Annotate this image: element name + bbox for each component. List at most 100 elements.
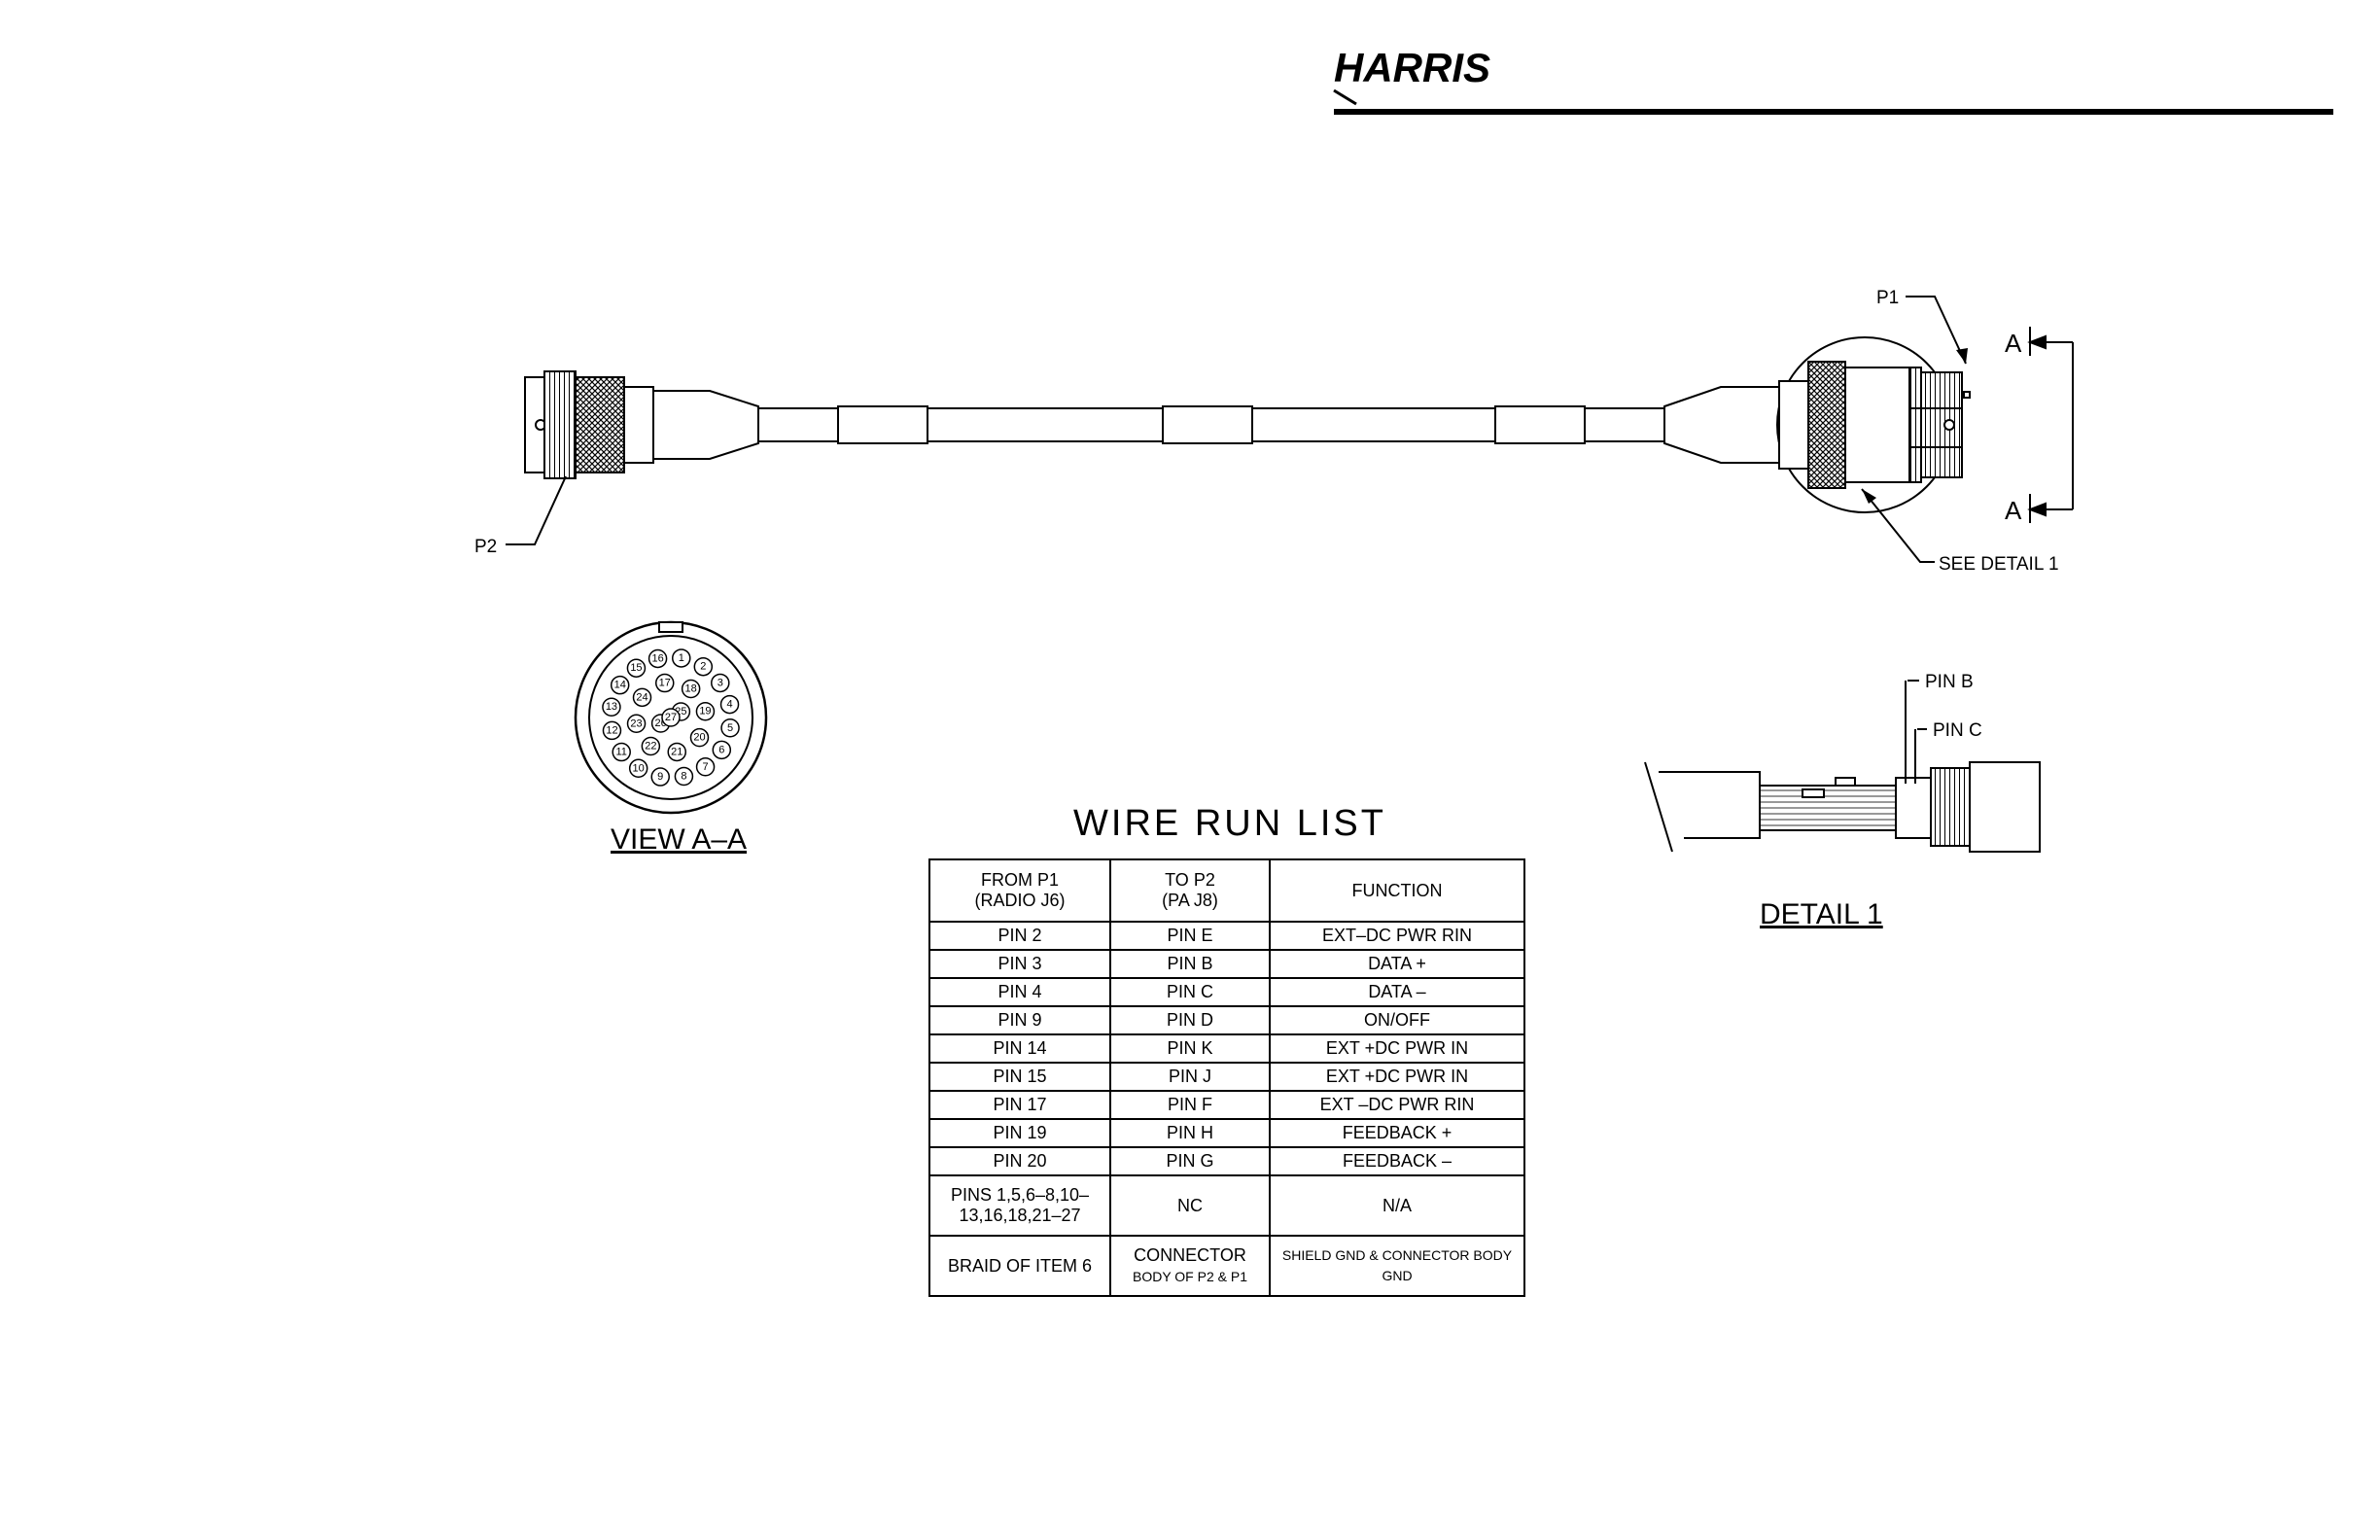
svg-text:P2: P2 <box>474 537 497 557</box>
detail-1-drawing <box>1644 680 2041 853</box>
cell-function: DATA – <box>1269 977 1525 1007</box>
connector-pin <box>626 658 647 678</box>
connector-pin-label: 27 <box>665 712 677 723</box>
connector-pin <box>628 758 648 779</box>
connector-pin <box>632 687 652 708</box>
connector-pin <box>602 697 621 717</box>
table-header-row: FROM P1(RADIO J6) TO P2(PA J8) FUNCTION <box>928 858 1525 923</box>
p1-connector <box>1663 336 1971 513</box>
connector-pin-label: 21 <box>671 746 682 757</box>
connector-pin-label: 20 <box>693 732 705 744</box>
cell-from: PIN 20 <box>928 1146 1111 1176</box>
connector-pin-label: 24 <box>636 691 648 703</box>
connector-pin-label: 7 <box>702 761 708 773</box>
connector-pin <box>695 757 716 777</box>
cell-to: PIN B <box>1109 949 1271 979</box>
connector-pin <box>719 694 740 715</box>
connector-pin <box>654 673 675 693</box>
header-function: FUNCTION <box>1269 858 1525 923</box>
cell-to: PIN J <box>1109 1062 1271 1092</box>
connector-pin-label: 12 <box>606 724 617 736</box>
connector-pin-label: 8 <box>681 771 686 783</box>
connector-pin-label: 4 <box>726 699 732 711</box>
connector-pin-label: 3 <box>718 677 723 688</box>
cell-function: ON/OFF <box>1269 1005 1525 1035</box>
section-a-bottom-label: A <box>2005 496 2022 525</box>
table-row-nc: PINS 1,5,6–8,10–13,16,18,21–27 NC N/A <box>928 1174 1525 1237</box>
cell-from: PIN 3 <box>928 949 1111 979</box>
svg-text:P1: P1 <box>1876 288 1899 308</box>
connector-pin <box>641 736 661 756</box>
cell-from: PIN 14 <box>928 1033 1111 1064</box>
connector-pin-label: 14 <box>614 680 626 691</box>
p2-label: P2 <box>474 475 567 557</box>
cell-function: EXT +DC PWR IN <box>1269 1033 1525 1064</box>
cell-from: PINS 1,5,6–8,10–13,16,18,21–27 <box>928 1174 1111 1237</box>
cell-function: SHIELD GND & CONNECTOR BODY GND <box>1269 1235 1525 1297</box>
cell-from: PIN 19 <box>928 1118 1111 1148</box>
see-detail-label: SEE DETAIL 1 <box>1861 488 2059 575</box>
svg-text:SEE DETAIL 1: SEE DETAIL 1 <box>1939 554 2059 575</box>
cell-function: FEEDBACK – <box>1269 1146 1525 1176</box>
connector-pin <box>602 720 622 741</box>
connector-pin <box>693 656 714 677</box>
harris-logo: HARRIS <box>1333 45 1490 106</box>
cell-from: PIN 17 <box>928 1090 1111 1120</box>
cell-from: PIN 15 <box>928 1062 1111 1092</box>
connector-pin <box>711 673 730 693</box>
cell-from: PIN 2 <box>928 921 1111 951</box>
connector-pin <box>667 742 687 762</box>
connector-pin <box>674 766 694 787</box>
cell-to: NC <box>1109 1174 1271 1237</box>
cell-function: DATA + <box>1269 949 1525 979</box>
cell-function: FEEDBACK + <box>1269 1118 1525 1148</box>
pin-c-label: PIN C <box>1933 720 1982 741</box>
cell-from: PIN 9 <box>928 1005 1111 1035</box>
connector-pin-label: 18 <box>685 683 697 695</box>
connector-pin-label: 2 <box>700 661 706 673</box>
cell-to: PIN G <box>1109 1146 1271 1176</box>
connector-pin-label: 19 <box>699 706 711 718</box>
section-a-markers <box>2027 327 2074 523</box>
cell-to: PIN C <box>1109 977 1271 1007</box>
connector-pin <box>681 679 701 699</box>
connector-pin <box>610 675 630 695</box>
view-a-a-title: VIEW A–A <box>611 823 747 856</box>
svg-text:HARRIS: HARRIS <box>1334 45 1490 90</box>
cell-from: BRAID OF ITEM 6 <box>928 1235 1111 1297</box>
connector-pin <box>695 701 716 721</box>
cell-function: EXT–DC PWR RIN <box>1269 921 1525 951</box>
pin-b-label: PIN B <box>1925 672 1974 692</box>
connector-pin-label: 11 <box>616 747 627 758</box>
connector-pin <box>689 727 710 748</box>
wire-run-list-title: WIRE RUN LIST <box>1073 803 1386 844</box>
connector-pin-label: 5 <box>727 722 733 734</box>
cell-to: PIN F <box>1109 1090 1271 1120</box>
cell-function: EXT +DC PWR IN <box>1269 1062 1525 1092</box>
connector-pin-label: 17 <box>659 678 671 689</box>
cell-function: EXT –DC PWR RIN <box>1269 1090 1525 1120</box>
cell-to: PIN D <box>1109 1005 1271 1035</box>
connector-pin-label: 10 <box>633 762 645 774</box>
connector-pin-label: 1 <box>679 652 684 664</box>
header-to: TO P2(PA J8) <box>1109 858 1271 923</box>
header-from: FROM P1(RADIO J6) <box>928 858 1111 923</box>
connector-pin <box>626 714 647 734</box>
connector-pin-label: 13 <box>606 701 617 713</box>
connector-pin <box>672 648 691 668</box>
connector-pin <box>612 742 631 762</box>
cell-from: PIN 4 <box>928 977 1111 1007</box>
connector-pin <box>712 740 732 760</box>
connector-pin-label: 16 <box>651 652 663 664</box>
cable-assembly <box>524 336 1971 513</box>
